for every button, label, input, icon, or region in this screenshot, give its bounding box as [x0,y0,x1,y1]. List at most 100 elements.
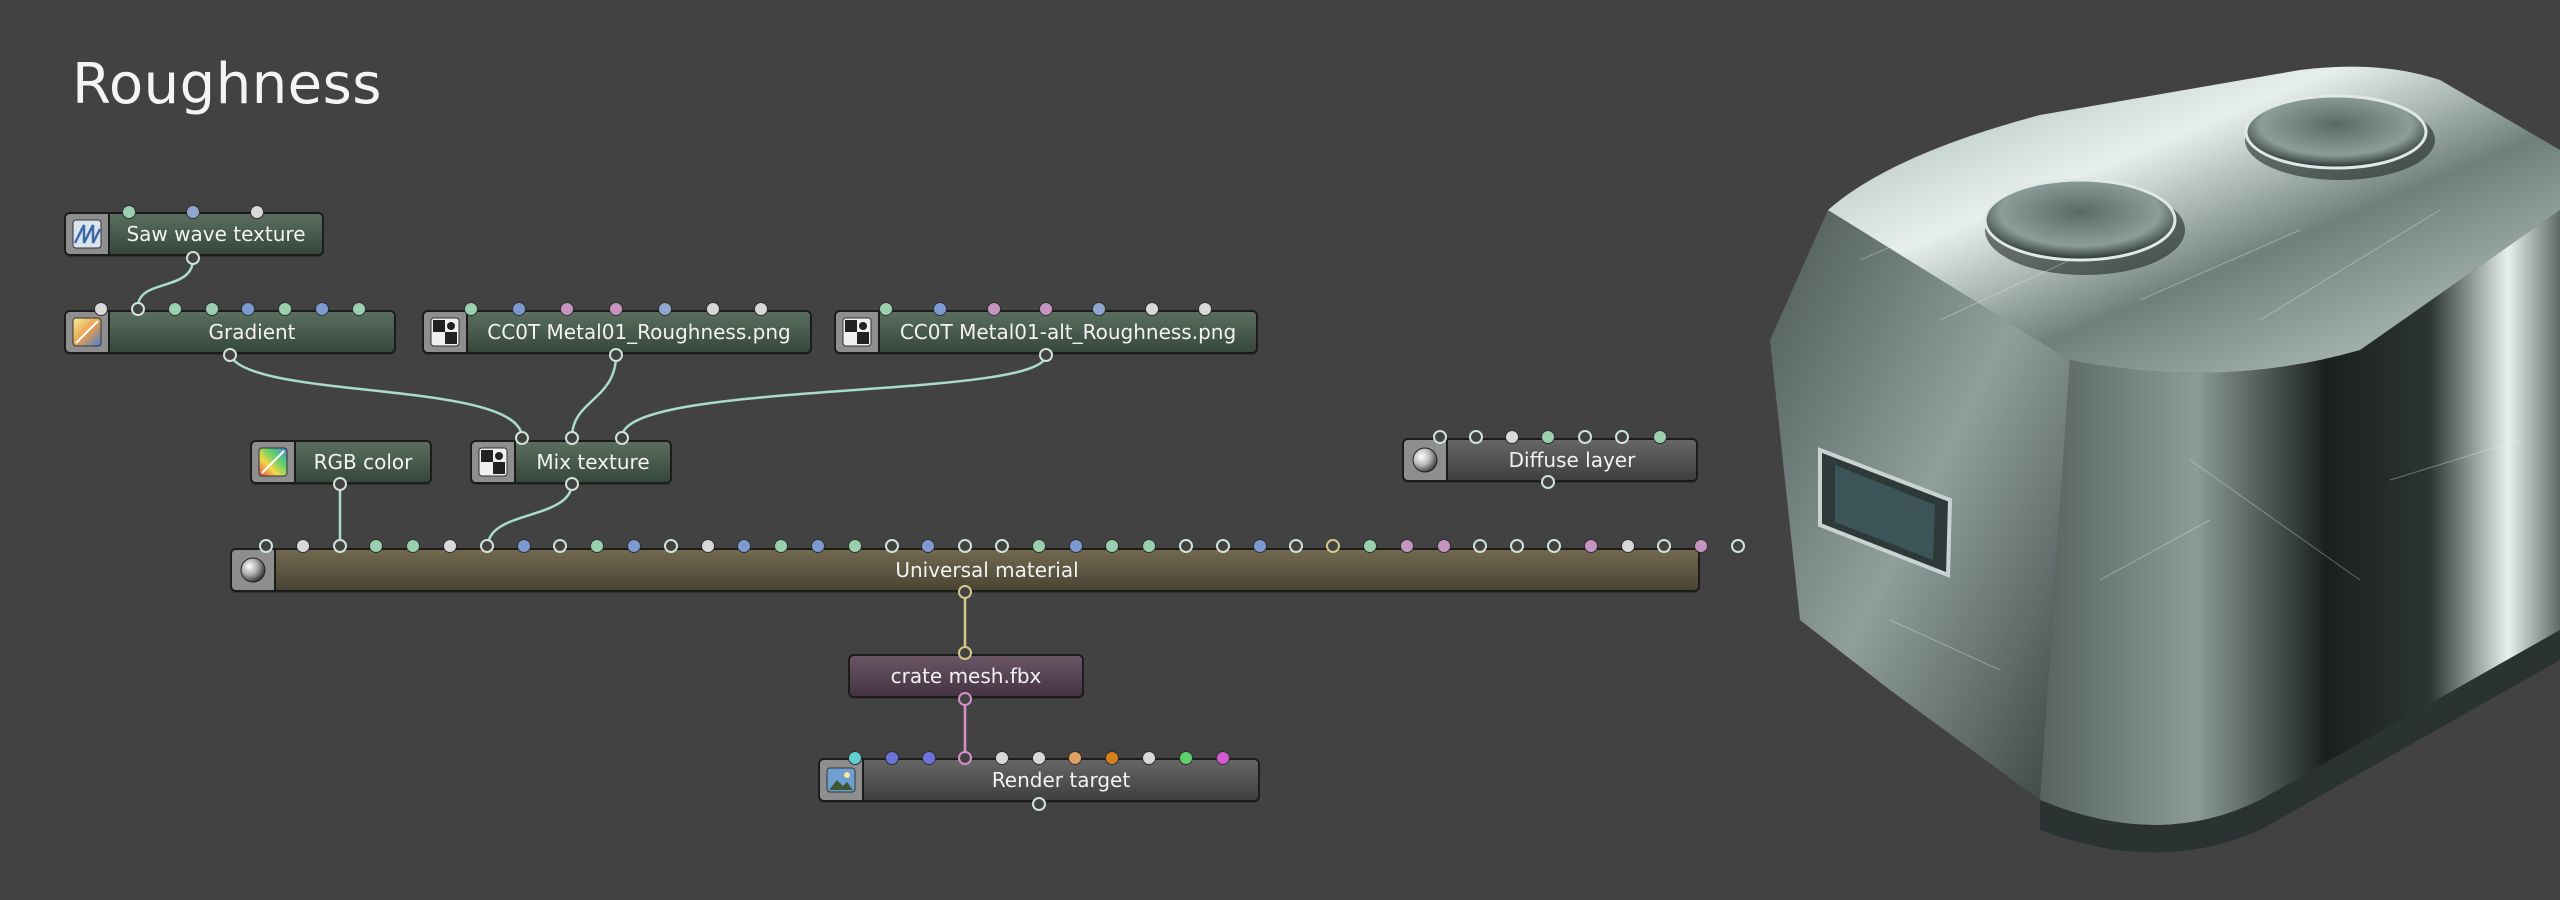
input-pin[interactable] [1469,430,1483,444]
input-pin[interactable] [609,302,623,316]
material-input-pin[interactable] [737,539,752,553]
material-input-pin[interactable] [259,539,273,553]
material-input-pin[interactable] [1363,539,1377,553]
material-input-pin[interactable] [553,539,568,553]
input-pin[interactable] [658,302,672,316]
input-pin[interactable] [1216,751,1230,765]
mix-texture-node[interactable]: Mix texture [470,440,672,484]
output-pin[interactable] [333,477,347,491]
material-input-pin[interactable] [1068,539,1083,553]
input-pin[interactable] [754,302,768,316]
material-input-pin[interactable] [1510,539,1525,553]
input-pin[interactable] [1541,430,1555,444]
material-input-pin[interactable] [1105,539,1120,553]
input-pin[interactable] [922,751,936,765]
material-input-pin[interactable] [1620,539,1635,553]
input-pin[interactable] [241,302,255,316]
material-input-pin[interactable] [1547,539,1561,553]
material-input-pin[interactable] [811,539,825,553]
input-pin[interactable] [706,302,720,316]
material-input-pin[interactable] [295,539,310,553]
material-input-pin[interactable] [627,539,641,553]
input-pin[interactable] [1198,302,1212,316]
input-pin[interactable] [1145,302,1159,316]
input-pin[interactable] [94,302,108,316]
input-pin[interactable] [848,751,862,765]
material-input-pin[interactable] [369,539,384,553]
input-pin[interactable] [958,646,972,660]
material-input-pin[interactable] [1326,539,1341,553]
input-pin[interactable] [278,302,292,316]
input-pin[interactable] [1092,302,1106,316]
input-pin[interactable] [1653,430,1667,444]
input-pin[interactable] [560,302,574,316]
input-pin[interactable] [168,302,182,316]
material-input-pin[interactable] [1731,539,1745,553]
input-pin[interactable] [1032,751,1046,765]
input-pin[interactable] [205,302,219,316]
material-input-pin[interactable] [1436,539,1451,553]
input-pin[interactable] [515,431,529,445]
input-pin[interactable] [315,302,329,316]
input-pin[interactable] [1433,430,1447,444]
material-input-pin[interactable] [1583,539,1598,553]
input-pin[interactable] [885,751,899,765]
output-pin[interactable] [958,585,972,599]
material-input-pin[interactable] [1179,539,1193,553]
material-input-pin[interactable] [1289,539,1304,553]
material-input-pin[interactable] [847,539,862,553]
input-pin[interactable] [186,205,200,219]
input-pin[interactable] [1039,302,1053,316]
output-pin[interactable] [609,348,623,362]
input-pin[interactable] [987,302,1001,316]
material-input-pin[interactable] [1473,539,1488,553]
material-input-pin[interactable] [332,539,347,553]
input-pin[interactable] [1068,751,1082,765]
material-input-pin[interactable] [921,539,936,553]
material-input-pin[interactable] [1694,539,1709,553]
input-pin[interactable] [1578,430,1592,444]
wire-roughness-to-mix [570,353,618,439]
output-pin[interactable] [186,251,200,265]
output-pin[interactable] [1032,797,1046,811]
material-input-pin[interactable] [958,539,973,553]
material-input-pin[interactable] [443,539,457,553]
material-input-pin[interactable] [1399,539,1414,553]
input-pin[interactable] [565,431,579,445]
input-pin[interactable] [1142,751,1156,765]
input-pin[interactable] [958,751,972,765]
input-pin[interactable] [1179,751,1193,765]
input-pin[interactable] [879,302,893,316]
material-input-pin[interactable] [1142,539,1157,553]
input-pin[interactable] [1505,430,1519,444]
material-input-pin[interactable] [884,539,899,553]
output-pin[interactable] [223,348,237,362]
input-pin[interactable] [122,205,136,219]
material-input-pin[interactable] [1252,539,1267,553]
material-input-pin[interactable] [774,539,789,553]
material-input-pin[interactable] [995,539,1009,553]
input-pin[interactable] [1105,751,1119,765]
material-input-pin[interactable] [516,539,531,553]
output-pin[interactable] [1541,475,1555,489]
material-input-pin[interactable] [479,539,494,553]
input-pin[interactable] [464,302,478,316]
output-pin[interactable] [1039,348,1053,362]
input-pin[interactable] [131,302,145,316]
input-pin[interactable] [512,302,526,316]
output-pin[interactable] [565,477,579,491]
material-input-pin[interactable] [590,539,605,553]
input-pin[interactable] [615,431,629,445]
input-pin[interactable] [352,302,366,316]
material-input-pin[interactable] [663,539,678,553]
output-pin[interactable] [958,692,972,706]
input-pin[interactable] [1615,430,1629,444]
input-pin[interactable] [250,205,264,219]
material-input-pin[interactable] [700,539,715,553]
material-input-pin[interactable] [1031,539,1046,553]
input-pin[interactable] [933,302,947,316]
material-input-pin[interactable] [406,539,421,553]
input-pin[interactable] [995,751,1009,765]
material-input-pin[interactable] [1657,539,1672,553]
material-input-pin[interactable] [1215,539,1230,553]
